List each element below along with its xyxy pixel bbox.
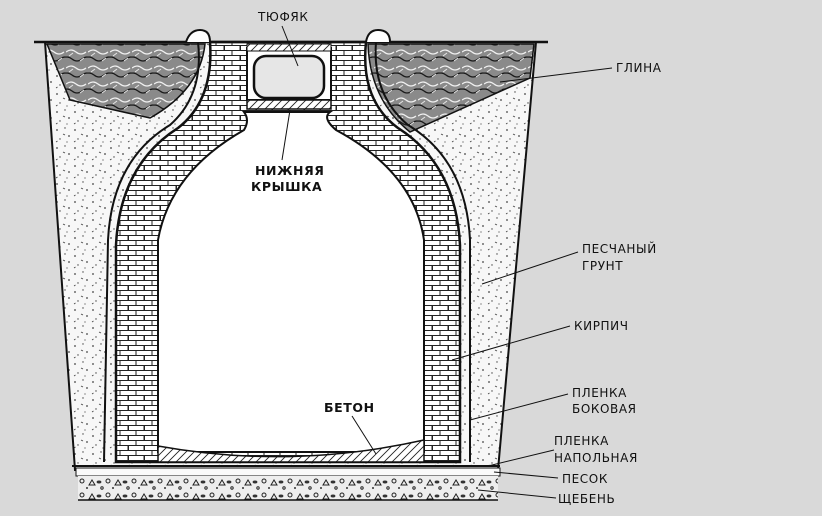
leader-sand [493, 471, 559, 479]
label-sandy-soil-line1: ПЕСЧАНЫЙ [582, 242, 657, 256]
leader-tufyak [281, 25, 299, 67]
label-side-film-line2: БОКОВАЯ [572, 402, 637, 416]
leader-brick [451, 325, 571, 361]
label-sandy-soil-line2: ГРУНТ [582, 259, 624, 273]
label-lower-lid-line1: НИЖНЯЯ [255, 163, 325, 178]
concrete-floor [157, 439, 425, 463]
label-sand: ПЕСОК [562, 472, 608, 486]
lower-lid [246, 99, 332, 110]
clay-layer-right [367, 43, 535, 133]
leader-concrete [351, 415, 377, 455]
leader-glina [499, 67, 613, 83]
sand-layer [75, 467, 501, 477]
side-film-left [103, 41, 200, 463]
hatch-top-strip [246, 43, 332, 52]
label-floor-film-line2: НАПОЛЬНАЯ [554, 451, 638, 465]
leader-gravel [477, 489, 557, 499]
label-concrete: БЕТОН [324, 400, 375, 415]
leader-lower-lid [281, 109, 291, 161]
mattress [252, 54, 326, 100]
clay-layer-left [45, 43, 206, 119]
label-tufyak: ТЮФЯК [258, 10, 309, 24]
label-floor-film-line1: ПЛЕНКА [554, 434, 609, 448]
gravel-layer [78, 476, 498, 500]
label-lower-lid-line2: КРЫШКА [251, 179, 323, 194]
leader-side-film [469, 393, 569, 421]
label-gravel: ЩЕБЕНЬ [558, 492, 616, 506]
film-fold-right [365, 28, 391, 43]
label-brick: КИРПИЧ [574, 319, 629, 333]
leader-sandy-soil [481, 251, 579, 285]
leader-floor-film [487, 449, 555, 467]
label-glina: ГЛИНА [616, 61, 662, 75]
label-side-film-line1: ПЛЕНКА [572, 386, 627, 400]
film-fold-left [185, 28, 211, 43]
side-film-right [374, 41, 471, 462]
